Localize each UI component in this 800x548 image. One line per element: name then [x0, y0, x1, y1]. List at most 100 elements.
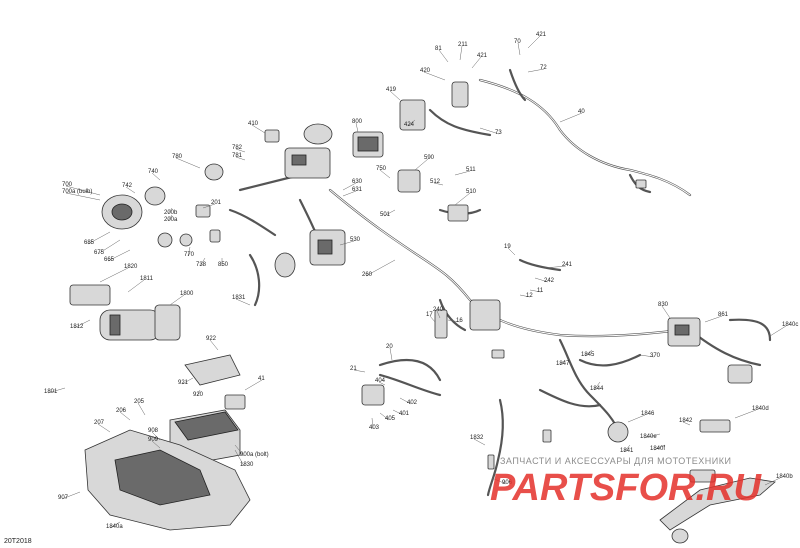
callout-leader-line — [454, 192, 471, 206]
main-harness — [228, 68, 772, 497]
callout-leader-line — [365, 259, 396, 277]
callout-label: 1840b — [776, 474, 793, 480]
callout-label: 501 — [380, 212, 391, 218]
callout-label: 41 — [258, 376, 265, 382]
callout-leader-line — [234, 449, 245, 467]
callout-leader-line — [682, 421, 691, 426]
callout-label: 742 — [122, 183, 133, 189]
callout-leader-line — [389, 347, 393, 361]
callout-leader-line — [527, 68, 545, 73]
callout-leader-line — [423, 71, 446, 81]
callout-label: 240 — [433, 307, 444, 313]
callout-label: 907 — [58, 495, 69, 501]
callout-leader-line — [355, 122, 359, 133]
callout-label: 920 — [193, 392, 204, 398]
callout-leader-line — [119, 411, 131, 421]
callout-label: 900a (bolt) — [240, 452, 269, 458]
callout-label: 510 — [466, 189, 477, 195]
callout-label: 530 — [350, 237, 361, 243]
watermark-text: ЗАПЧАСТИ И АКСЕССУАРЫ ДЛЯ МОТОТЕХНИКИ — [500, 456, 731, 466]
watermark: ЗАПЧАСТИ И АКСЕССУАРЫ ДЛЯ МОТОТЕХНИКИ PA… — [490, 456, 762, 509]
callout-leader-line — [167, 207, 173, 215]
callout-leader-line — [407, 119, 416, 127]
callout-label: 1840e — [640, 434, 657, 440]
callout-label: 800 — [352, 119, 363, 125]
callout-label: 861 — [718, 312, 729, 318]
callout-leader-line — [151, 440, 161, 449]
callout-label: 424 — [404, 122, 415, 128]
callout-label: 700a (bulb) — [62, 189, 92, 195]
callout-leader-line — [209, 339, 219, 351]
callout-label: 11 — [537, 288, 544, 294]
callout-label: 20 — [386, 344, 393, 350]
callout-leader-line — [151, 172, 161, 181]
callout-leader-line — [389, 90, 401, 101]
callout-leader-line — [527, 35, 541, 49]
callout-leader-line — [491, 477, 507, 485]
callout-label: 512 — [430, 179, 441, 185]
callout-leader-line — [73, 319, 91, 329]
callout-label: 260 — [362, 272, 373, 278]
callout-label: 750 — [376, 166, 387, 172]
callout-leader-line — [151, 431, 161, 441]
callout-label: 1844 — [590, 386, 604, 392]
callout-leader-line — [517, 42, 521, 56]
callout-leader-line — [769, 325, 787, 337]
callout-leader-line — [137, 402, 146, 416]
callout-label: 72 — [540, 65, 547, 71]
callout-leader-line — [187, 246, 191, 257]
callout-leader-line — [734, 409, 757, 419]
callout-label: 40 — [578, 109, 585, 115]
callout-leader-line — [653, 444, 666, 451]
callout-leader-line — [99, 267, 129, 283]
callout-label: 201 — [211, 200, 222, 206]
callout-leader-line — [202, 203, 216, 209]
callout-leader-line — [473, 438, 486, 446]
callout-label: 370 — [650, 353, 661, 359]
callout-label: 200b — [164, 210, 178, 216]
callout-label: 738 — [196, 262, 207, 268]
callout-leader-line — [342, 182, 357, 191]
callout-label: 1832 — [470, 435, 484, 441]
callout-label: 1840d — [752, 406, 769, 412]
callout-leader-line — [559, 112, 583, 123]
callout-leader-line — [107, 249, 131, 262]
callout-label: 16 — [456, 318, 463, 324]
callout-label: 1842 — [679, 418, 693, 424]
callout-leader-line — [392, 409, 404, 416]
callout-leader-line — [544, 265, 567, 269]
callout-leader-line — [234, 444, 245, 457]
callout-label: 402 — [407, 400, 418, 406]
callout-leader-line — [339, 240, 355, 246]
callout-label: 1847 — [556, 361, 570, 367]
callout-leader-line — [127, 279, 145, 293]
callout-label: 1830 — [240, 462, 254, 468]
callout-leader-line — [627, 414, 646, 423]
callout-leader-line — [169, 294, 185, 306]
callout-label: 1800 — [180, 291, 194, 297]
callout-label: 630 — [352, 179, 363, 185]
callout-leader-line — [87, 231, 111, 245]
callout-leader-line — [661, 305, 671, 319]
callout-label: 1840f — [650, 446, 665, 452]
callout-leader-line — [447, 319, 461, 323]
callout-label: 908 — [148, 428, 159, 434]
callout-label: 1811 — [140, 276, 154, 282]
callout-leader-line — [235, 298, 251, 306]
callout-label: 665 — [104, 257, 115, 263]
callout-leader-line — [507, 247, 516, 256]
callout-leader-line — [175, 157, 201, 169]
callout-leader-line — [251, 124, 266, 134]
callout-leader-line — [383, 209, 396, 217]
callout-label: 242 — [544, 278, 555, 284]
callout-label: 1831 — [232, 295, 246, 301]
callout-label: 241 — [562, 262, 573, 268]
callout-leader-line — [379, 169, 391, 179]
callout-leader-line — [529, 289, 542, 293]
callout-leader-line — [704, 315, 723, 323]
callout-label: 590 — [424, 155, 435, 161]
callout-leader-line — [196, 389, 201, 397]
callout-label: 205 — [134, 399, 145, 405]
